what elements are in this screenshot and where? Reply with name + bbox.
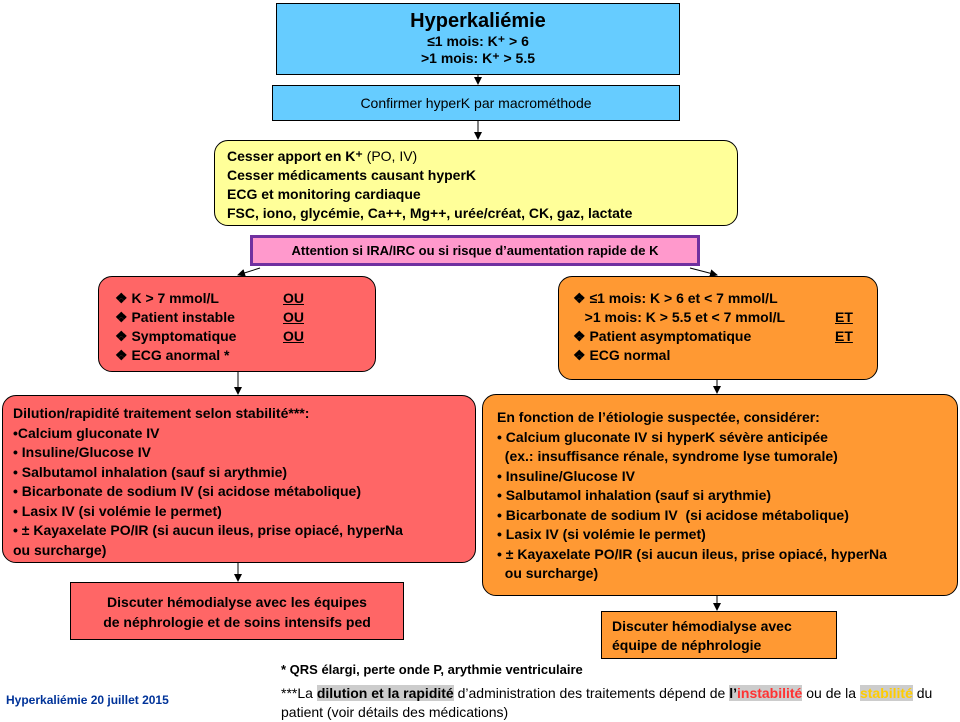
left-treatment-item: • Lasix IV (si volémie le permet) — [13, 502, 222, 519]
footer-label: Hyperkaliémie 20 juillet 2015 — [6, 693, 169, 707]
right-treatment-item: • Bicarbonate de sodium IV (si acidose m… — [497, 506, 849, 523]
left-treatment-item: • Bicarbonate de sodium IV (si acidose m… — [13, 483, 361, 499]
arrow-stop-to-right — [689, 267, 718, 278]
left-treatment-item: • Salbutamol inhalation (sauf si arythmi… — [13, 463, 288, 480]
confirm-box: Confirmer hyperK par macrométhode — [272, 85, 680, 121]
left-dialysis-line-1: Discuter hémodialyse avec les équipes — [107, 594, 367, 610]
left-treatment-item: ou surcharge) — [13, 541, 107, 558]
stop-line-3: ECG et monitoring cardiaque — [227, 186, 421, 202]
fn-stability: stabilité — [859, 685, 913, 701]
criteria-text: ❖ Symptomatique — [115, 328, 237, 344]
left-treatment-heading: Dilution/rapidité traitement selon stabi… — [13, 405, 310, 421]
title-line-1: ≤1 mois: K⁺ > 6 — [427, 33, 529, 49]
fn-instability: instabilité — [737, 685, 803, 701]
criteria-text: ❖ Patient asymptomatique — [573, 328, 752, 344]
fn-or: ou de la — [802, 685, 860, 701]
left-treatment-item: •Calcium gluconate IV — [13, 424, 160, 441]
fn-highlight: dilution et la rapidité — [316, 685, 454, 701]
right-treatment-item: ou surcharge) — [497, 565, 599, 581]
left-treatment-item: • Insuline/Glucose IV — [13, 444, 151, 460]
criteria-conj: OU — [283, 290, 304, 306]
left-criteria-item: ❖ ECG anormal * — [115, 346, 359, 365]
right-criteria-item: ❖ ≤1 mois: K > 6 et < 7 mmol/L — [573, 289, 863, 308]
right-dialysis-line-2: équipe de néphrologie — [612, 637, 762, 653]
stop-line-4: FSC, iono, glycémie, Ca++, Mg++, urée/cr… — [227, 205, 633, 221]
right-criteria-item: ❖ ECG normal — [573, 346, 863, 365]
right-treatment-item: • Salbutamol inhalation (sauf si arythmi… — [497, 487, 772, 503]
right-treatment-box: En fonction de l’étiologie suspectée, co… — [482, 394, 958, 596]
fn-l: l’ — [729, 685, 737, 701]
criteria-text: ❖ ECG anormal * — [115, 347, 230, 363]
title-text: Hyperkaliémie — [410, 10, 546, 32]
fn-mid: d’administration des traitements dépend … — [453, 685, 730, 701]
criteria-text: ❖ ECG normal — [573, 347, 671, 363]
confirm-text: Confirmer hyperK par macrométhode — [360, 95, 592, 111]
footnote-stability: ***La dilution et la rapidité d’administ… — [281, 684, 957, 722]
right-dialysis-box: Discuter hémodialyse avec équipe de néph… — [601, 611, 837, 659]
left-dialysis-box: Discuter hémodialyse avec les équipes de… — [70, 582, 404, 640]
footnote-qrs: * QRS élargi, perte onde P, arythmie ven… — [281, 662, 583, 677]
right-treatment-item: (ex.: insuffisance rénale, syndrome lyse… — [497, 448, 838, 464]
left-treatment-item: • ± Kayaxelate PO/IR (si aucun ileus, pr… — [13, 522, 403, 538]
hyperkaliemie-title-box: Hyperkaliémie ≤1 mois: K⁺ > 6 >1 mois: K… — [276, 3, 680, 75]
attention-text: Attention si IRA/IRC ou si risque d’aume… — [291, 243, 659, 258]
right-treatment-item: • Lasix IV (si volémie le permet) — [497, 526, 706, 542]
left-criteria-item: ❖ Symptomatique OU — [115, 327, 359, 346]
criteria-text: ❖ ≤1 mois: K > 6 et < 7 mmol/L — [573, 290, 778, 306]
right-dialysis-line-1: Discuter hémodialyse avec — [612, 618, 792, 634]
right-treatment-item: • Calcium gluconate IV si hyperK sévère … — [497, 428, 828, 445]
left-criteria-item: ❖ Patient instable OU — [115, 308, 359, 327]
right-treatment-item: • ± Kayaxelate PO/IR (si aucun ileus, pr… — [497, 545, 887, 562]
stop-line-1: Cesser apport en K⁺ (PO, IV) — [227, 147, 725, 166]
fn-end: du patient (voir détails des médications… — [281, 685, 933, 720]
criteria-conj: OU — [283, 328, 304, 344]
criteria-conj: ET — [835, 309, 853, 325]
right-criteria-item: >1 mois: K > 5.5 et < 7 mmol/L ET — [573, 308, 863, 327]
right-criteria-item: ❖ Patient asymptomatique ET — [573, 327, 863, 346]
stop-intake-box: Cesser apport en K⁺ (PO, IV) Cesser médi… — [214, 140, 738, 226]
left-criteria-item: ❖ K > 7 mmol/L OU — [115, 289, 359, 308]
stop-line-2: Cesser médicaments causant hyperK — [227, 167, 476, 183]
right-treatment-heading: En fonction de l’étiologie suspectée, co… — [497, 409, 820, 425]
left-dialysis-line-2: de néphrologie et de soins intensifs ped — [103, 614, 371, 630]
arrow-stop-to-left — [237, 267, 261, 277]
fn-prefix: ***La — [281, 685, 317, 701]
left-treatment-box: Dilution/rapidité traitement selon stabi… — [2, 395, 476, 563]
criteria-conj: ET — [835, 328, 853, 344]
criteria-text: >1 mois: K > 5.5 et < 7 mmol/L — [573, 309, 786, 325]
stop-line-1-light: (PO, IV) — [362, 148, 418, 164]
criteria-conj: OU — [283, 309, 304, 325]
title-line-2: >1 mois: K⁺ > 5.5 — [421, 50, 535, 66]
right-criteria-box: ❖ ≤1 mois: K > 6 et < 7 mmol/L >1 mois: … — [558, 276, 878, 380]
criteria-text: ❖ Patient instable — [115, 309, 235, 325]
attention-box: Attention si IRA/IRC ou si risque d’aume… — [250, 235, 700, 266]
criteria-text: ❖ K > 7 mmol/L — [115, 290, 219, 306]
right-treatment-item: • Insuline/Glucose IV — [497, 467, 635, 484]
stop-line-1-bold: Cesser apport en K⁺ — [227, 148, 363, 164]
